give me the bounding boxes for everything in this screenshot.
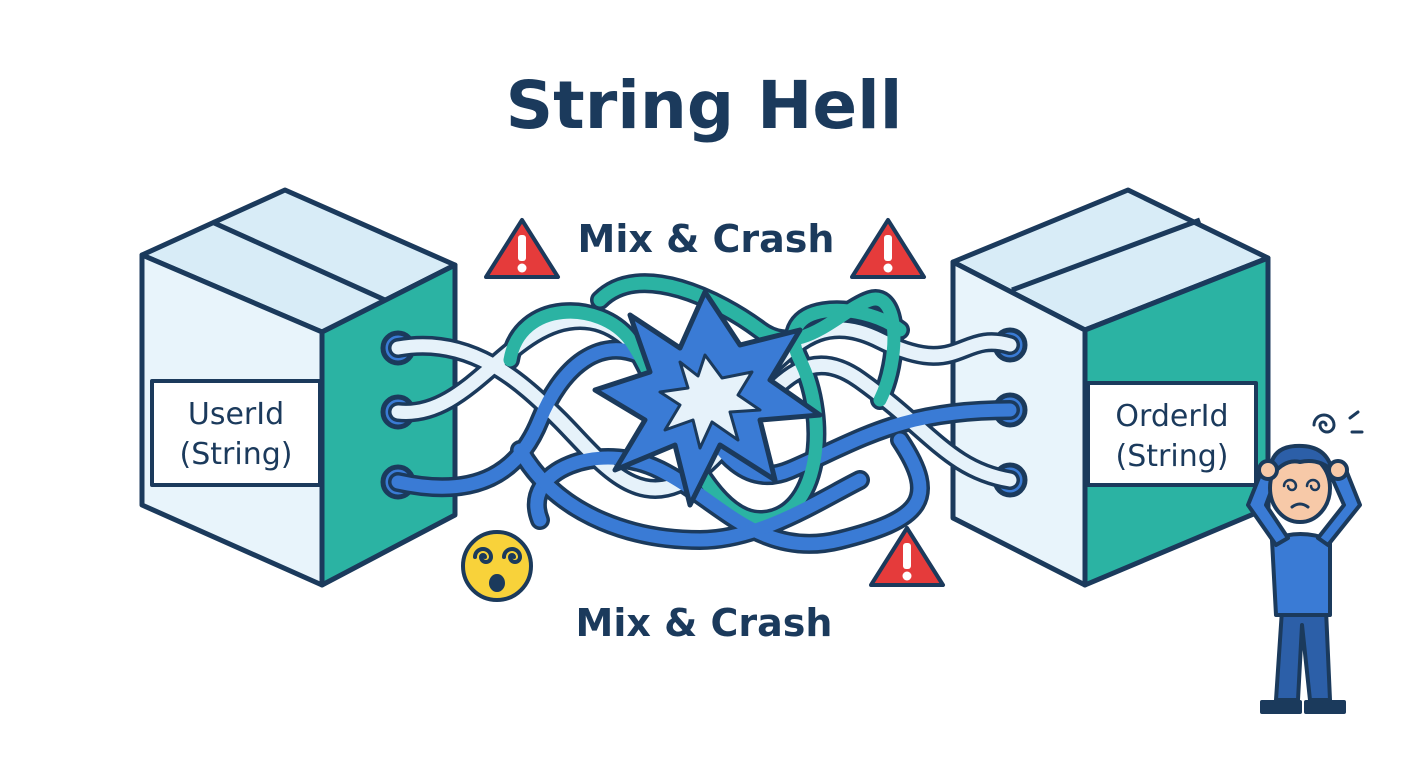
left-box-label-line2: (String) <box>180 437 293 472</box>
strand-blue-2 <box>530 433 927 551</box>
left-box-top-seam <box>210 219 387 303</box>
right-box-label-plate <box>1086 381 1258 487</box>
diagram-title: String Hell <box>506 67 903 144</box>
strand-teal-1 <box>503 303 907 527</box>
strand-teal-2 <box>593 276 901 407</box>
explosion-icon <box>592 289 823 508</box>
left-box-label-line1: UserId <box>188 397 284 432</box>
warning-icon-bottom <box>869 526 945 587</box>
right-box-top-seam <box>1011 217 1201 293</box>
caption-top: Mix & Crash <box>578 217 835 261</box>
caption-bottom: Mix & Crash <box>576 601 833 645</box>
warning-icon-top-left <box>484 218 560 279</box>
right-box-label-line2: (String) <box>1116 439 1229 474</box>
right-box-label-line1: OrderId <box>1115 399 1228 434</box>
left-box <box>139 187 458 588</box>
strand-blue-3 <box>513 443 867 547</box>
right-box <box>950 187 1271 588</box>
warning-icon-top-right <box>850 218 926 279</box>
confused-person-icon <box>1246 410 1364 714</box>
dizzy-face-icon <box>461 530 533 602</box>
left-box-label-plate <box>150 379 322 487</box>
